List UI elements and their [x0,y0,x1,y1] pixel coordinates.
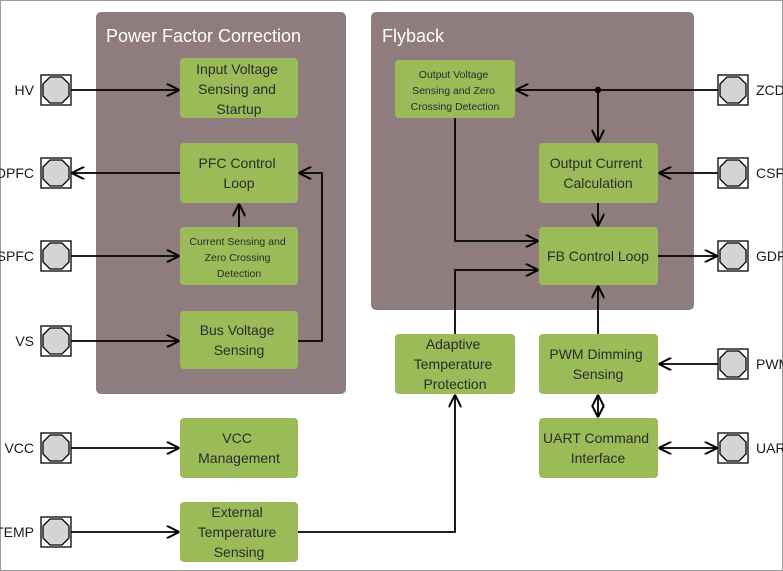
edge-ext-temperature-to-adaptive [298,396,455,533]
svg-text:Input Voltage Sensing an: Input Voltage Sensing and Startup [196,61,282,117]
svg-text:Adaptive Temperature: Adaptive Temperature Protection [414,336,496,392]
pin-temp-label: TEMP [0,524,34,540]
pin-pwm-label: PWM [756,356,783,372]
pfc-control-loop-block: PFC Control Loop [180,143,298,203]
junction-dot [594,86,602,94]
pin-gdfb-label: GDFB [756,248,783,264]
bus-voltage-block: Bus Voltage Sensing [180,311,298,369]
pin-gdpfc: GDPFC [0,157,72,189]
svg-text:FB Control Loop: FB Control Loop [547,248,649,264]
pin-hv: HV [15,74,72,106]
pin-gdfb: GDFB [717,240,783,272]
pin-pwm: PWM [717,348,783,380]
pin-zcd: ZCD [717,74,783,106]
pin-temp: TEMP [0,516,72,548]
pin-uart: UART [717,432,783,464]
svg-text:PFC Control Loop: PFC Control Loop [199,155,280,191]
pin-zcd-label: ZCD [756,82,783,98]
pin-vs-label: VS [15,333,34,349]
svg-text:Output Voltage Sensing a: Output Voltage Sensing and Zero Crossing… [411,69,500,113]
pin-uart-label: UART [756,440,783,456]
pin-gdpfc-label: GDPFC [0,165,34,181]
svg-text:External Temperature: External Temperature Sensing [198,504,280,560]
flyback-group-title: Flyback [382,26,445,46]
edge-output-voltage-to-fb-control [454,118,537,241]
svg-text:VCC Management: VCC Management [198,430,280,466]
svg-text:Current Sensing and Zero: Current Sensing and Zero Crossing Detect… [189,236,288,280]
adaptive-temperature-block: Adaptive Temperature Protection [395,334,515,394]
current-sensing-block: Current Sensing and Zero Crossing Detect… [180,227,298,285]
edge-adaptive-to-fb-control [454,270,537,334]
pfc-group-title: Power Factor Correction [106,26,301,46]
pin-vcc: VCC [4,432,72,464]
uart-command-block: UART Command Interface [539,418,658,478]
output-current-block: Output Current Calculation [539,143,658,203]
output-voltage-block: Output Voltage Sensing and Zero Crossing… [395,60,515,118]
pin-hv-label: HV [15,82,35,98]
pin-vcc-label: VCC [4,440,34,456]
edge-bus-voltage-to-pfc-control [298,173,323,342]
pin-csfb: CSFB [717,157,783,189]
pwm-dimming-block: PWM Dimming Sensing [539,334,658,394]
fb-control-loop-block: FB Control Loop [539,227,658,285]
svg-text:UART Command Interface: UART Command Interface [543,430,653,466]
vcc-management-block: VCC Management [180,418,298,478]
input-voltage-block: Input Voltage Sensing and Startup [180,58,298,118]
svg-text:PWM Dimming Sensing: PWM Dimming Sensing [549,346,646,382]
pin-csfb-label: CSFB [756,165,783,181]
svg-text:Bus Voltage Sensing: Bus Voltage Sensing [200,322,279,358]
external-temperature-block: External Temperature Sensing [180,502,298,562]
svg-text:Output Current Calculati: Output Current Calculation [550,155,647,191]
pin-vs: VS [15,325,72,357]
